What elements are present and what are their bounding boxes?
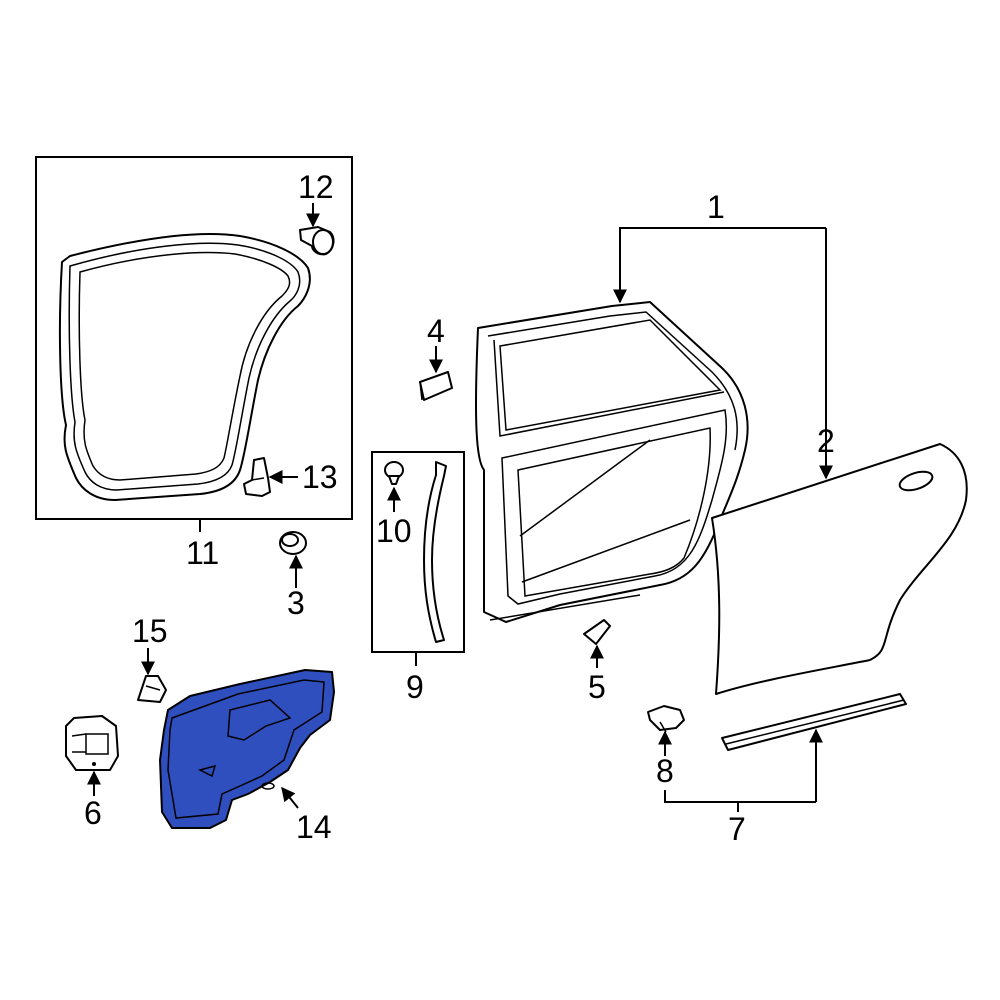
callout-11[interactable]: 11: [186, 535, 219, 571]
callout-8[interactable]: 8: [656, 753, 674, 789]
moulding-7[interactable]: [721, 693, 907, 751]
pad-5[interactable]: [583, 619, 611, 645]
weatherstrip-box: [35, 156, 353, 520]
insulator-14[interactable]: [159, 669, 335, 829]
clip-13[interactable]: [243, 457, 271, 497]
callout-14[interactable]: 14: [296, 809, 332, 845]
door-weatherstrip[interactable]: [58, 233, 311, 501]
callouts: 1 2 3 4 5 6 7 8 9 10 11 12 13 14 15: [84, 169, 835, 847]
callout-15[interactable]: 15: [132, 613, 168, 649]
callout-2[interactable]: 2: [817, 423, 835, 459]
box-9: [371, 451, 465, 653]
cushion-4[interactable]: [419, 371, 453, 401]
callout-7[interactable]: 7: [728, 811, 746, 847]
callout-9[interactable]: 9: [406, 669, 424, 705]
weatherstrip-group: [35, 156, 353, 532]
callout-3[interactable]: 3: [287, 585, 305, 621]
callout-5[interactable]: 5: [588, 669, 606, 705]
lock-6[interactable]: [65, 715, 119, 771]
callout-1[interactable]: 1: [707, 189, 725, 225]
callout-4[interactable]: 4: [427, 313, 445, 349]
door-shell[interactable]: [475, 301, 749, 623]
clip-8[interactable]: [647, 705, 685, 733]
callout-12[interactable]: 12: [298, 169, 334, 205]
callout-10[interactable]: 10: [376, 513, 412, 549]
outer-panel[interactable]: [711, 443, 968, 695]
clip-12[interactable]: [299, 226, 335, 256]
callout-6[interactable]: 6: [84, 795, 102, 831]
callout-13[interactable]: 13: [302, 459, 338, 495]
plug-10[interactable]: [384, 461, 404, 485]
seal-strip-9[interactable]: [423, 461, 447, 643]
plug-3[interactable]: [279, 531, 307, 555]
clip-15[interactable]: [137, 675, 167, 703]
